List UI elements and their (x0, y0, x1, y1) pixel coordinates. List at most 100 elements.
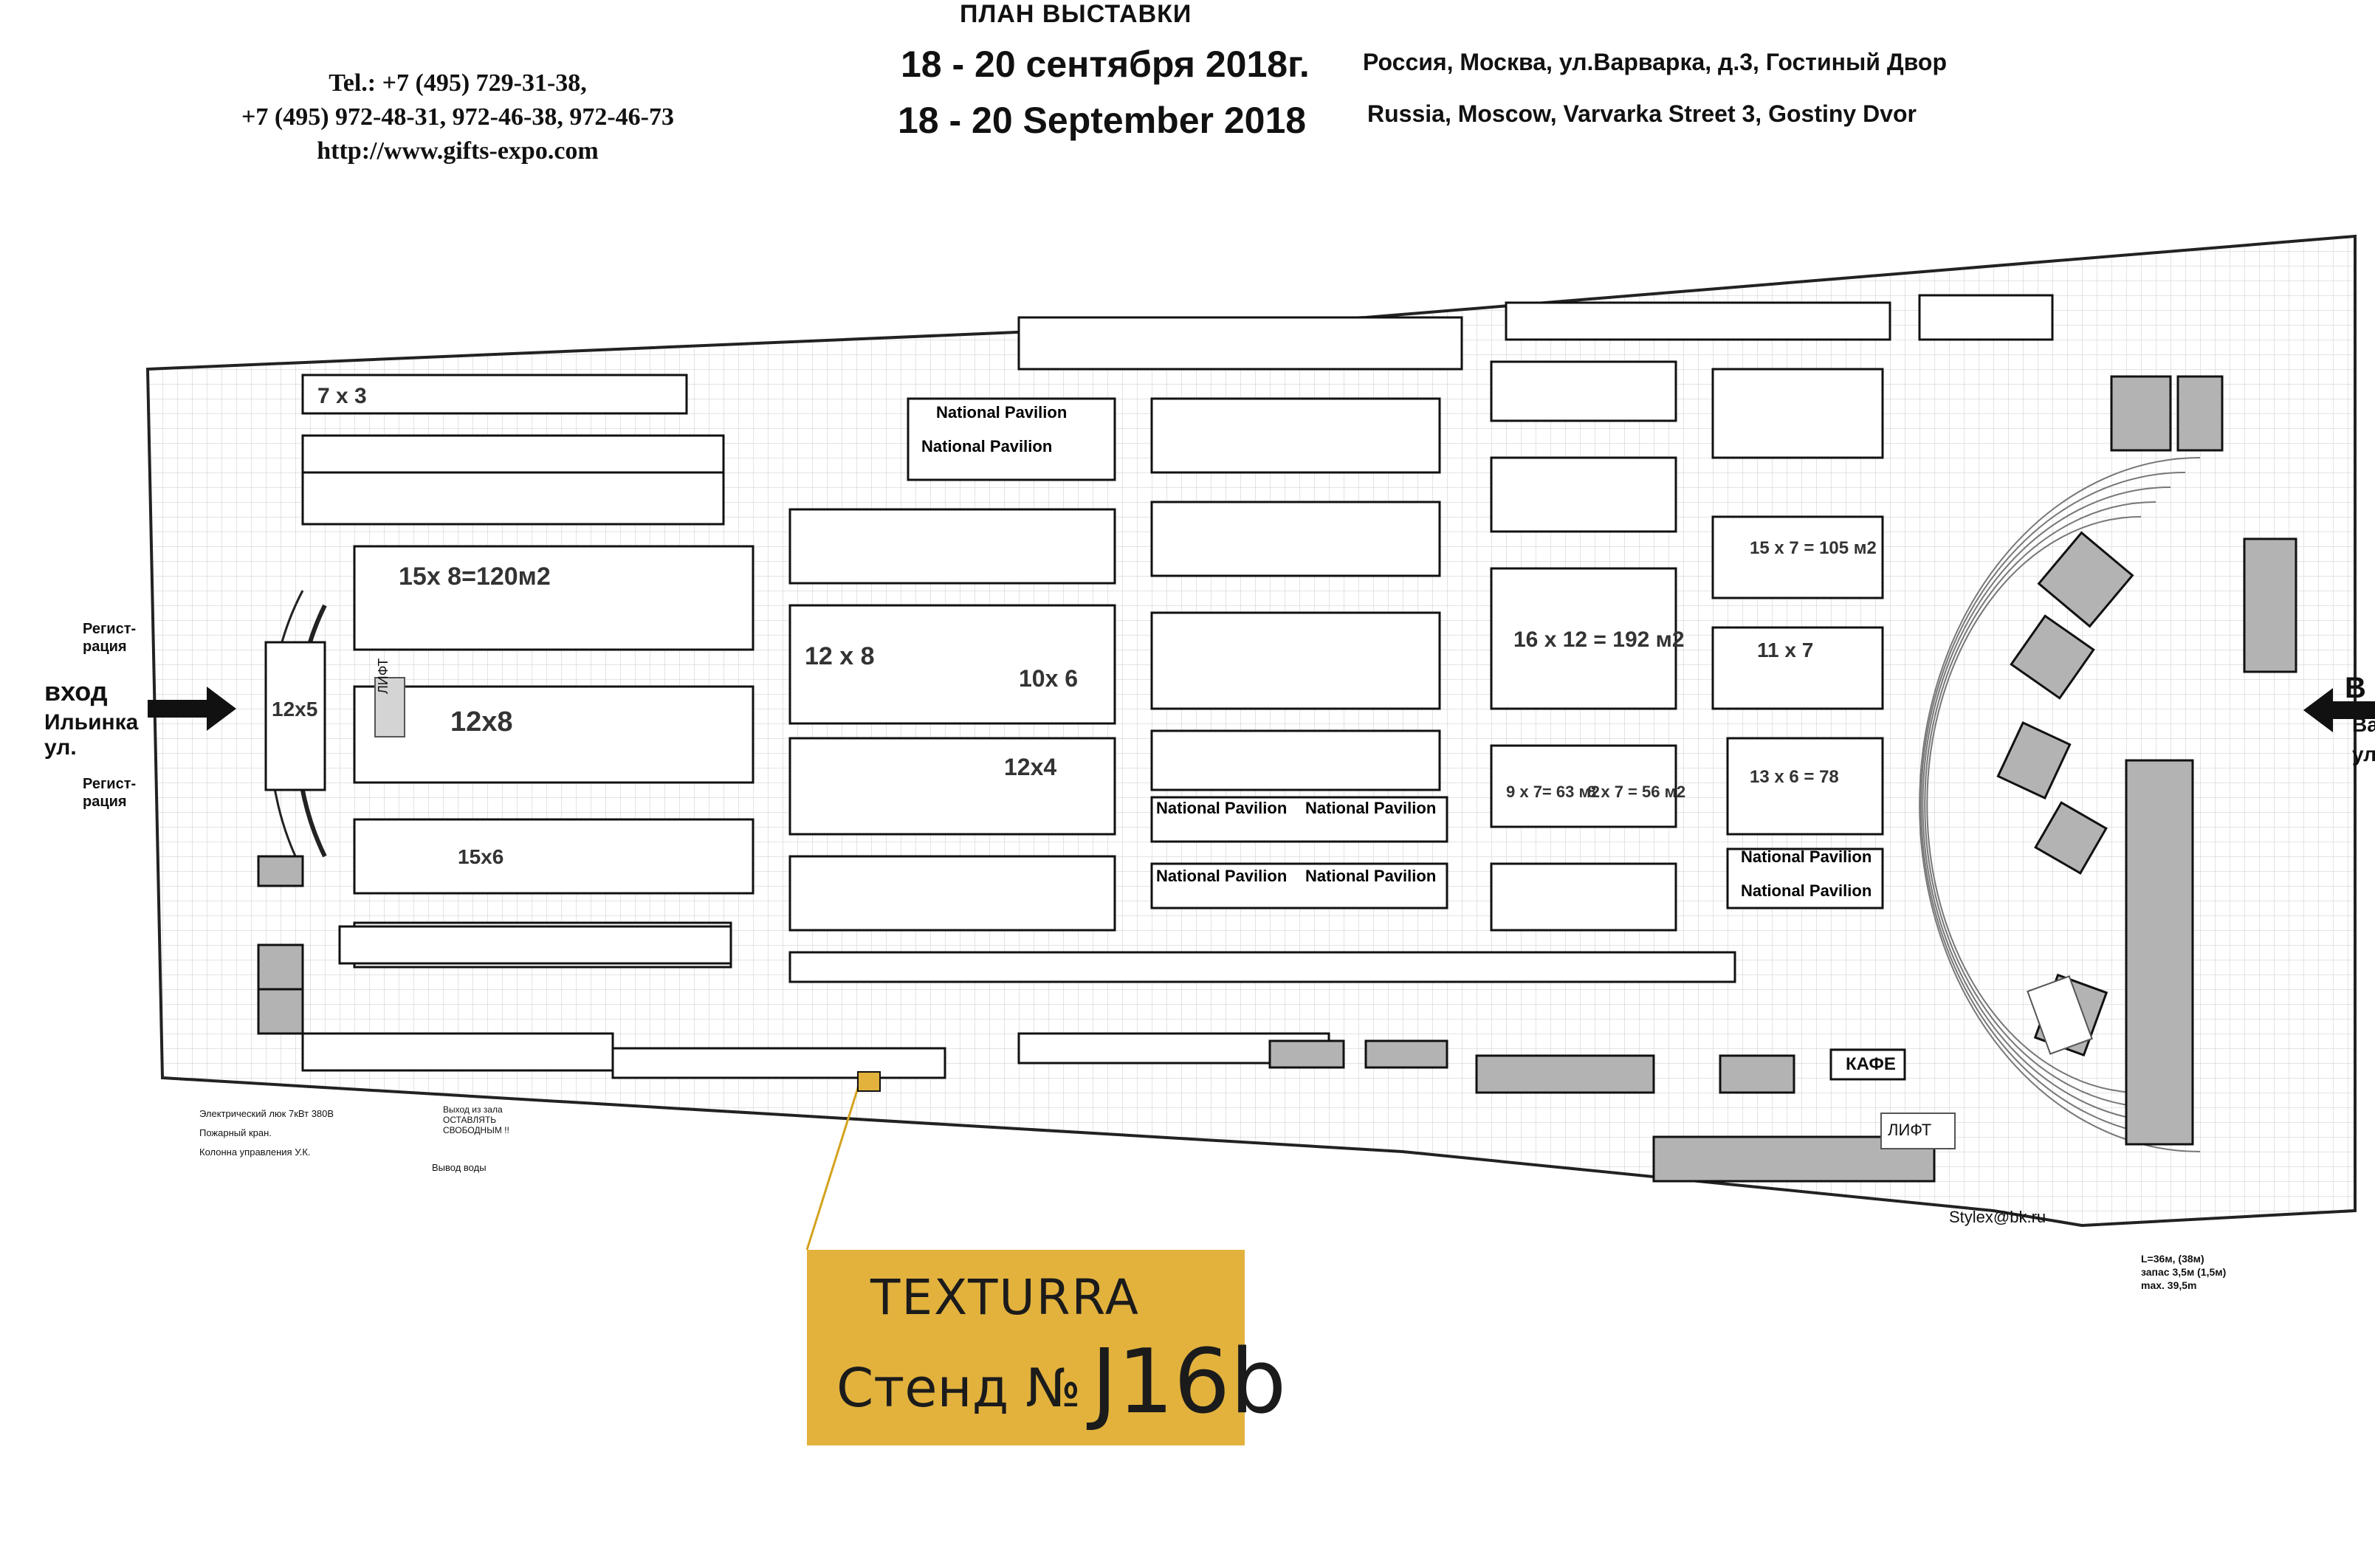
stand-col2-c (1150, 501, 1441, 577)
stand-row-b (301, 471, 725, 526)
stand-col4-d (1711, 626, 1884, 710)
left-entry-arrow (148, 687, 236, 731)
right-entrance-street-1: Ва (2352, 713, 2375, 736)
stand-label-big5: 15 x 7 = 105 м2 (1750, 538, 1877, 558)
address-ru: Россия, Москва, ул.Варварка, д.3, Гостин… (1363, 49, 1947, 75)
stand-label-big3: 12 x 8 (805, 642, 875, 670)
national-pavilion-label: National Pavilion (1305, 799, 1436, 817)
stand-4x4-b (257, 988, 304, 1035)
stand-nat-pav-1 (907, 397, 1116, 481)
stand-label-big4: 16 x 12 = 192 м2 (1513, 627, 1685, 652)
stand-col4-b (1711, 368, 1884, 459)
stand-label-big8: 9 x 7= 63 м2 (1506, 783, 1600, 801)
stand-label-big6: 11 x 7 (1757, 639, 1813, 661)
phone-line-1: Tel.: +7 (495) 729-31-38, (329, 69, 587, 97)
stand-col-d (788, 737, 1116, 836)
stand-label-big11: 15x6 (458, 845, 503, 868)
national-pavilion-label: National Pavilion (921, 437, 1052, 455)
stand-row-top-a3 (1918, 294, 2054, 341)
stand-j29 (1268, 1039, 1345, 1069)
national-pavilion-label: National Pavilion (1156, 867, 1287, 885)
website-link[interactable]: http://www.gifts-expo.com (317, 137, 599, 165)
dates-ru: 18 - 20 сентября 2018г. (901, 44, 1310, 85)
right-entrance-street-2: ул (2352, 743, 2375, 766)
stand-col4-f (1726, 847, 1884, 909)
stand-label-big10: 12x5 (272, 698, 317, 721)
stand-col3-e (1490, 862, 1677, 932)
grey-stands (257, 375, 2297, 1183)
legend-item-column: Колонна управления У.К. (199, 1146, 311, 1158)
stand-label-big9: 8 x 7 = 56 м2 (1587, 783, 1685, 801)
stand-col3-b (1490, 360, 1677, 422)
stand-label-big13: 12x4 (1004, 754, 1056, 780)
stand-col3-c (1490, 456, 1677, 533)
national-pavilion-label: National Pavilion (1156, 799, 1287, 817)
national-pavilion-label: National Pavilion (1305, 867, 1436, 885)
stand-k01 (2243, 537, 2297, 673)
right-amphitheatre (1919, 457, 2201, 1152)
national-pavilion-label: National Pavilion (1741, 847, 1872, 866)
stand-col3-d (1490, 744, 1677, 828)
stand-col-e (788, 855, 1116, 932)
stand-row-j-left (301, 1032, 614, 1072)
stand-big-1 (353, 545, 755, 651)
exit-note: Выход из зала ОСТАВЛЯТЬ СВОБОДНЫМ !! (443, 1104, 509, 1135)
lift-label-bottom: ЛИФТ (1888, 1121, 1932, 1139)
stand-col4-e (1726, 737, 1884, 836)
stand-col-c (788, 604, 1116, 725)
stand-col2-e (1150, 729, 1441, 791)
stand-number: J16b (1091, 1331, 1287, 1434)
stand-j-row (1475, 1054, 1655, 1094)
left-entrance-street-2: ул. (44, 735, 77, 760)
lift-box-bottom (1880, 1113, 1956, 1149)
legend-item-power: Электрический люк 7кВт 380В (199, 1108, 334, 1119)
contact-block: Tel.: +7 (495) 729-31-38, +7 (495) 972-4… (199, 66, 716, 168)
dates-en: 18 - 20 September 2018 (898, 100, 1307, 141)
stand-row-a-left (301, 374, 688, 415)
stand-col2-b (1150, 397, 1441, 474)
stand-label-A91-row: 7 x 3 (317, 384, 367, 408)
stand-j16b-highlight (857, 1071, 881, 1092)
stand-4x4-a (257, 943, 304, 991)
stand-nat-pav-3 (1150, 862, 1448, 909)
left-entrance-word: вход (44, 676, 108, 706)
stand-row-d (353, 818, 755, 895)
lift-box-left (374, 677, 405, 737)
length-notes: L=36м, (38м) запас 3,5м (1,5м) max. 39,5… (2141, 1253, 2227, 1291)
national-pavilion-label: National Pavilion (936, 403, 1067, 422)
stand-row-top-a2 (1505, 301, 1891, 341)
plan-title: ПЛАН ВЫСТАВКИ (960, 0, 1192, 28)
phone-line-2: +7 (495) 972-48-31, 972-46-38, 972-46-73 (241, 103, 674, 131)
stand-5x3 (257, 855, 304, 887)
stand-16x12 (1490, 567, 1677, 710)
stand-row-f (788, 951, 1736, 983)
stand-col4-c (1711, 515, 1884, 599)
cafe-box (1829, 1048, 1906, 1081)
legend-item-water: Вывод воды (432, 1162, 487, 1173)
lift-box-right (2027, 975, 2093, 1055)
stand-h-grid (2110, 375, 2172, 452)
callout-leader (805, 1076, 863, 1251)
right-entrance-word: В (2345, 672, 2366, 704)
stand-col2-d (1150, 611, 1441, 710)
k-diamonds (1996, 531, 2134, 1057)
lift-label-left: ЛИФТ (376, 658, 391, 694)
legend-item-fire: Пожарный кран. (199, 1127, 272, 1138)
stand-label-big1: 15x 8=120м2 (399, 563, 551, 591)
right-entry-arrow (2303, 688, 2375, 732)
legend: Электрический люк 7кВт 380В Пожарный кра… (199, 1104, 334, 1162)
stand-k-row (2125, 759, 2194, 1146)
stand-label-big7: 13 x 6 = 78 (1750, 767, 1839, 787)
stand-label-big12: 10x 6 (1019, 665, 1078, 692)
stand-blocks (264, 294, 2054, 1079)
stand-row-j-mid (611, 1047, 946, 1079)
left-entrance-street-1: Ильинка (44, 710, 139, 735)
stand-h02 (2176, 375, 2224, 452)
exhibitor-brand: TEXTURRA (870, 1269, 1140, 1326)
stand-j25 (1364, 1039, 1448, 1069)
stand-j03 (1719, 1054, 1795, 1094)
